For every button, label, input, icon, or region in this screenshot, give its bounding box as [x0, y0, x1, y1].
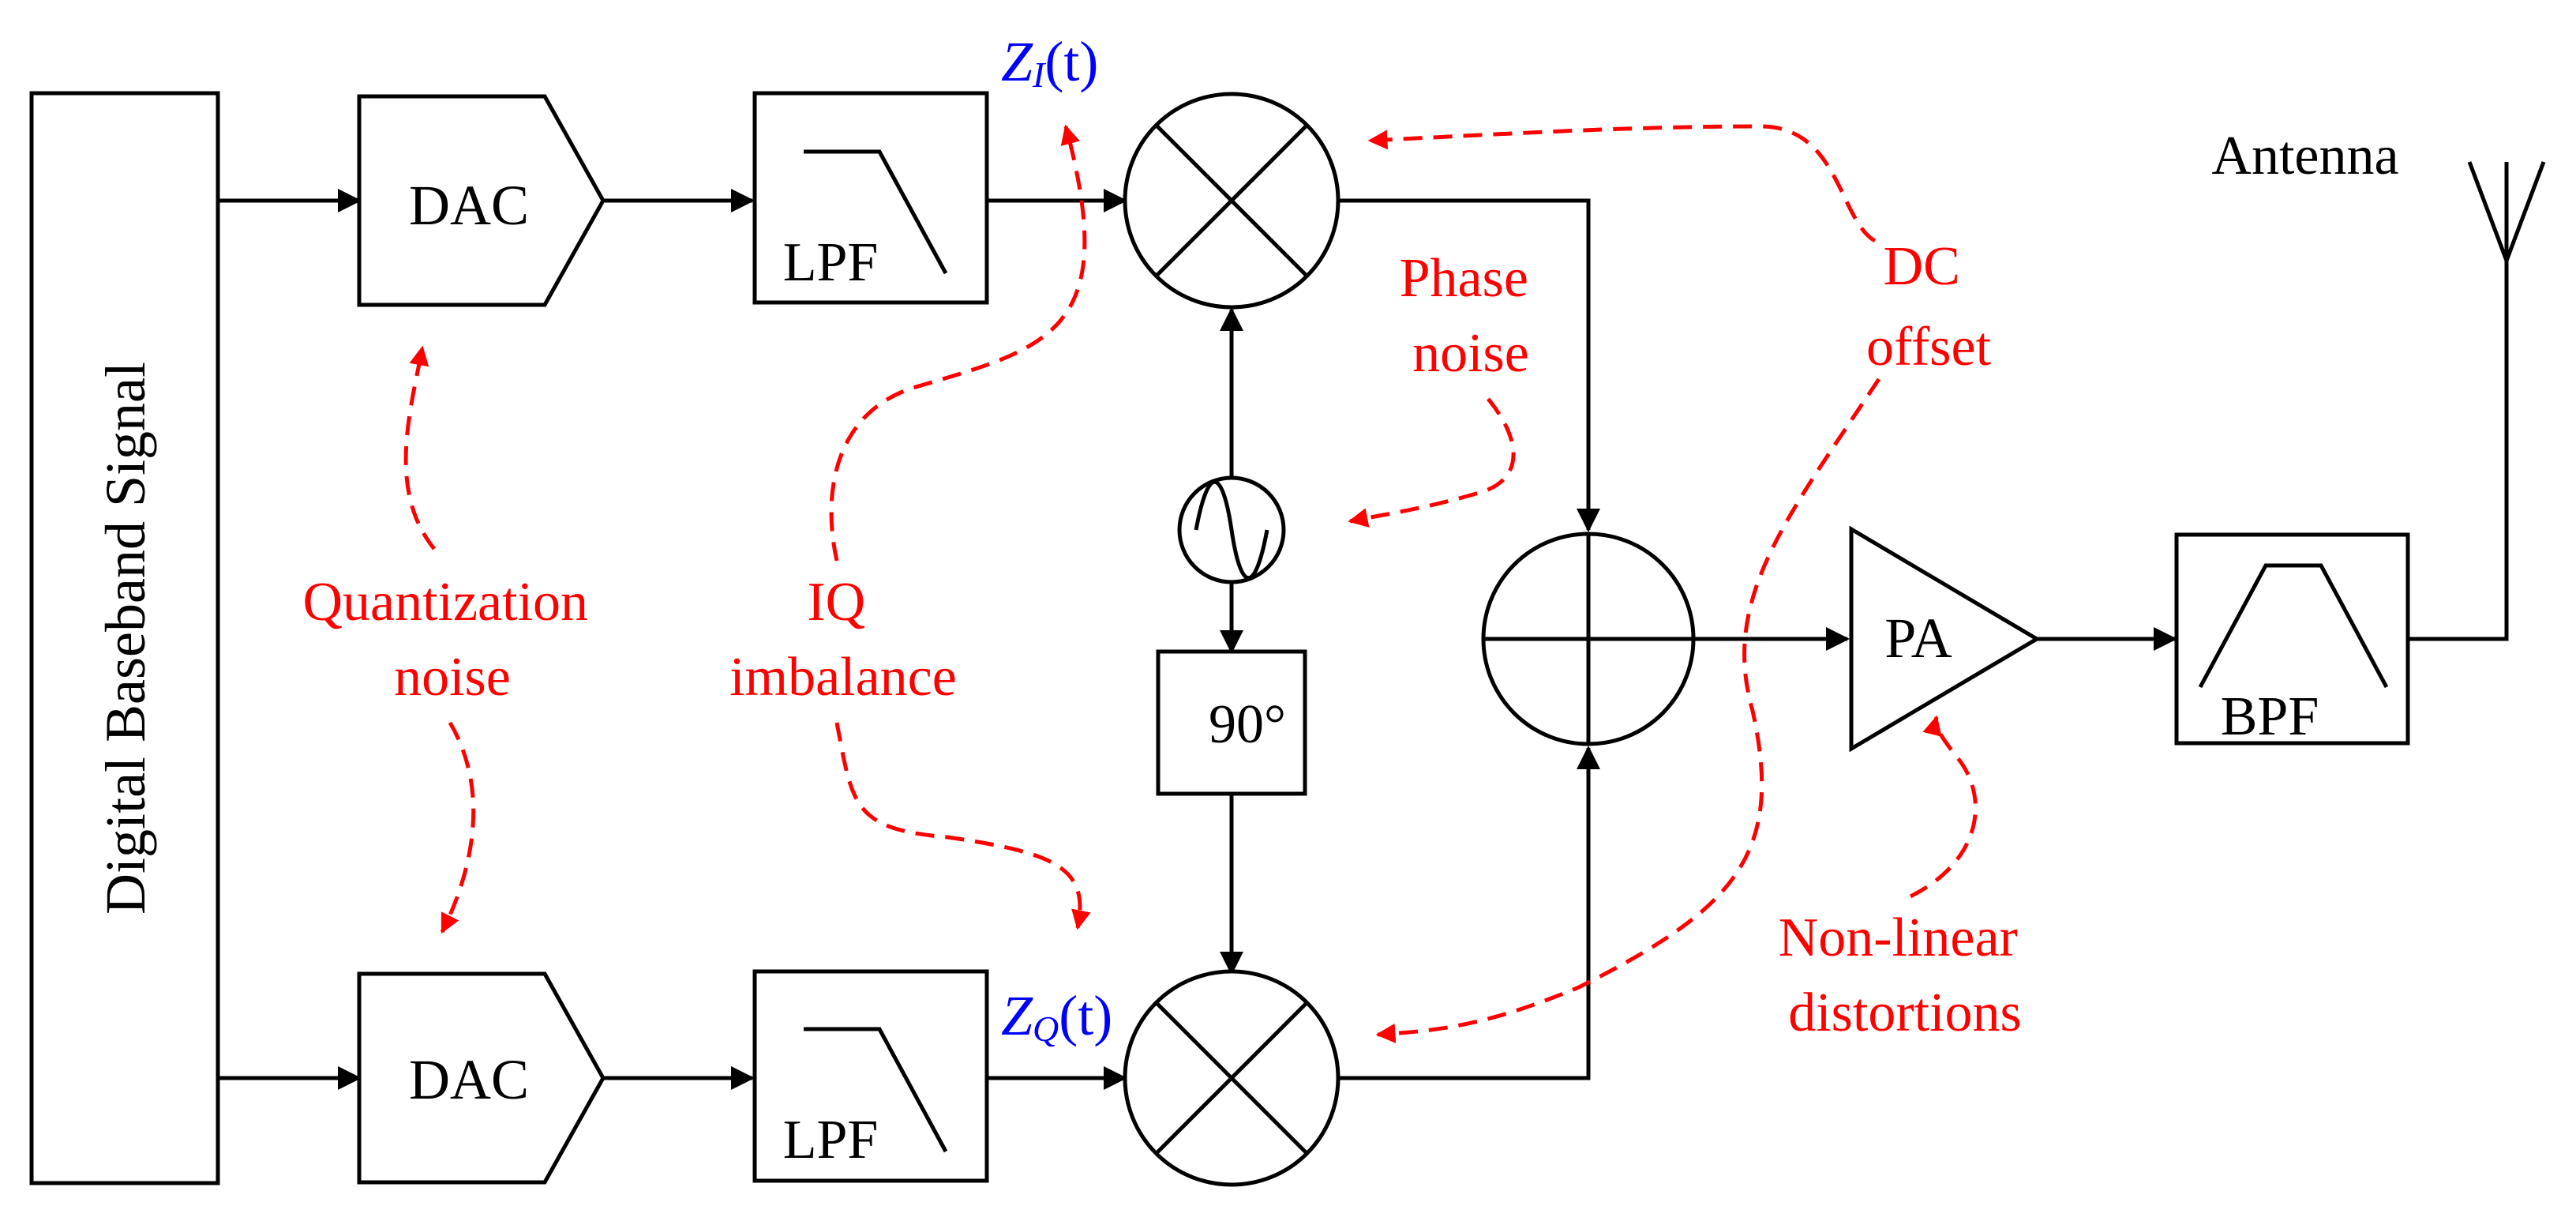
dac-bottom-block: DAC [357, 971, 606, 1185]
phase-shifter-block: 90° [1156, 649, 1307, 796]
baseband-source-block: Digital Baseband Signal [29, 91, 220, 1185]
iq-imbalance-label: IQ imbalance [729, 572, 957, 708]
phase-shifter-label: 90° [1209, 694, 1286, 755]
mixer-x-icon [1155, 124, 1308, 277]
signal-wires [218, 189, 2509, 1090]
impairment-arrows [403, 124, 1978, 1043]
antenna-icon [2467, 161, 2546, 261]
bpf-block: BPF [2174, 532, 2410, 747]
sine-oscillator-icon [1194, 479, 1269, 580]
summer-icon [1483, 534, 1693, 744]
lowpass-response-icon [804, 1027, 948, 1153]
lpf-bottom-block: LPF [752, 969, 989, 1183]
dac-top-block: DAC [357, 94, 606, 307]
power-amplifier-label: PA [1884, 607, 1952, 670]
power-amplifier-block: PA [1849, 525, 2041, 753]
non-linear-distortions-label: Non-linear distortions [1779, 907, 2032, 1043]
lpf-top-label: LPF [783, 232, 879, 293]
dac-bottom-label: DAC [409, 1048, 529, 1111]
phase-noise-label: Phase noise [1400, 248, 1543, 384]
quantization-noise-label: Quantization noise [302, 572, 602, 708]
mixer-top [1123, 92, 1340, 310]
zq-signal-label: ZQ(t) [1001, 984, 1112, 1049]
local-oscillator [1177, 475, 1286, 584]
zi-signal-label: ZI(t) [1001, 30, 1098, 95]
antenna-label: Antenna [2211, 126, 2398, 186]
lpf-top-block: LPF [752, 91, 989, 305]
lowpass-response-icon [804, 149, 948, 275]
bpf-label: BPF [2221, 686, 2319, 747]
dac-top-label: DAC [409, 174, 529, 237]
baseband-source-label: Digital Baseband Signal [94, 362, 157, 915]
mixer-x-icon [1155, 1001, 1308, 1155]
mixer-bottom [1123, 969, 1340, 1187]
summer [1481, 532, 1696, 746]
dc-offset-label: DC offset [1866, 236, 1992, 378]
lpf-bottom-label: LPF [783, 1110, 879, 1170]
bandpass-response-icon [2198, 563, 2389, 689]
